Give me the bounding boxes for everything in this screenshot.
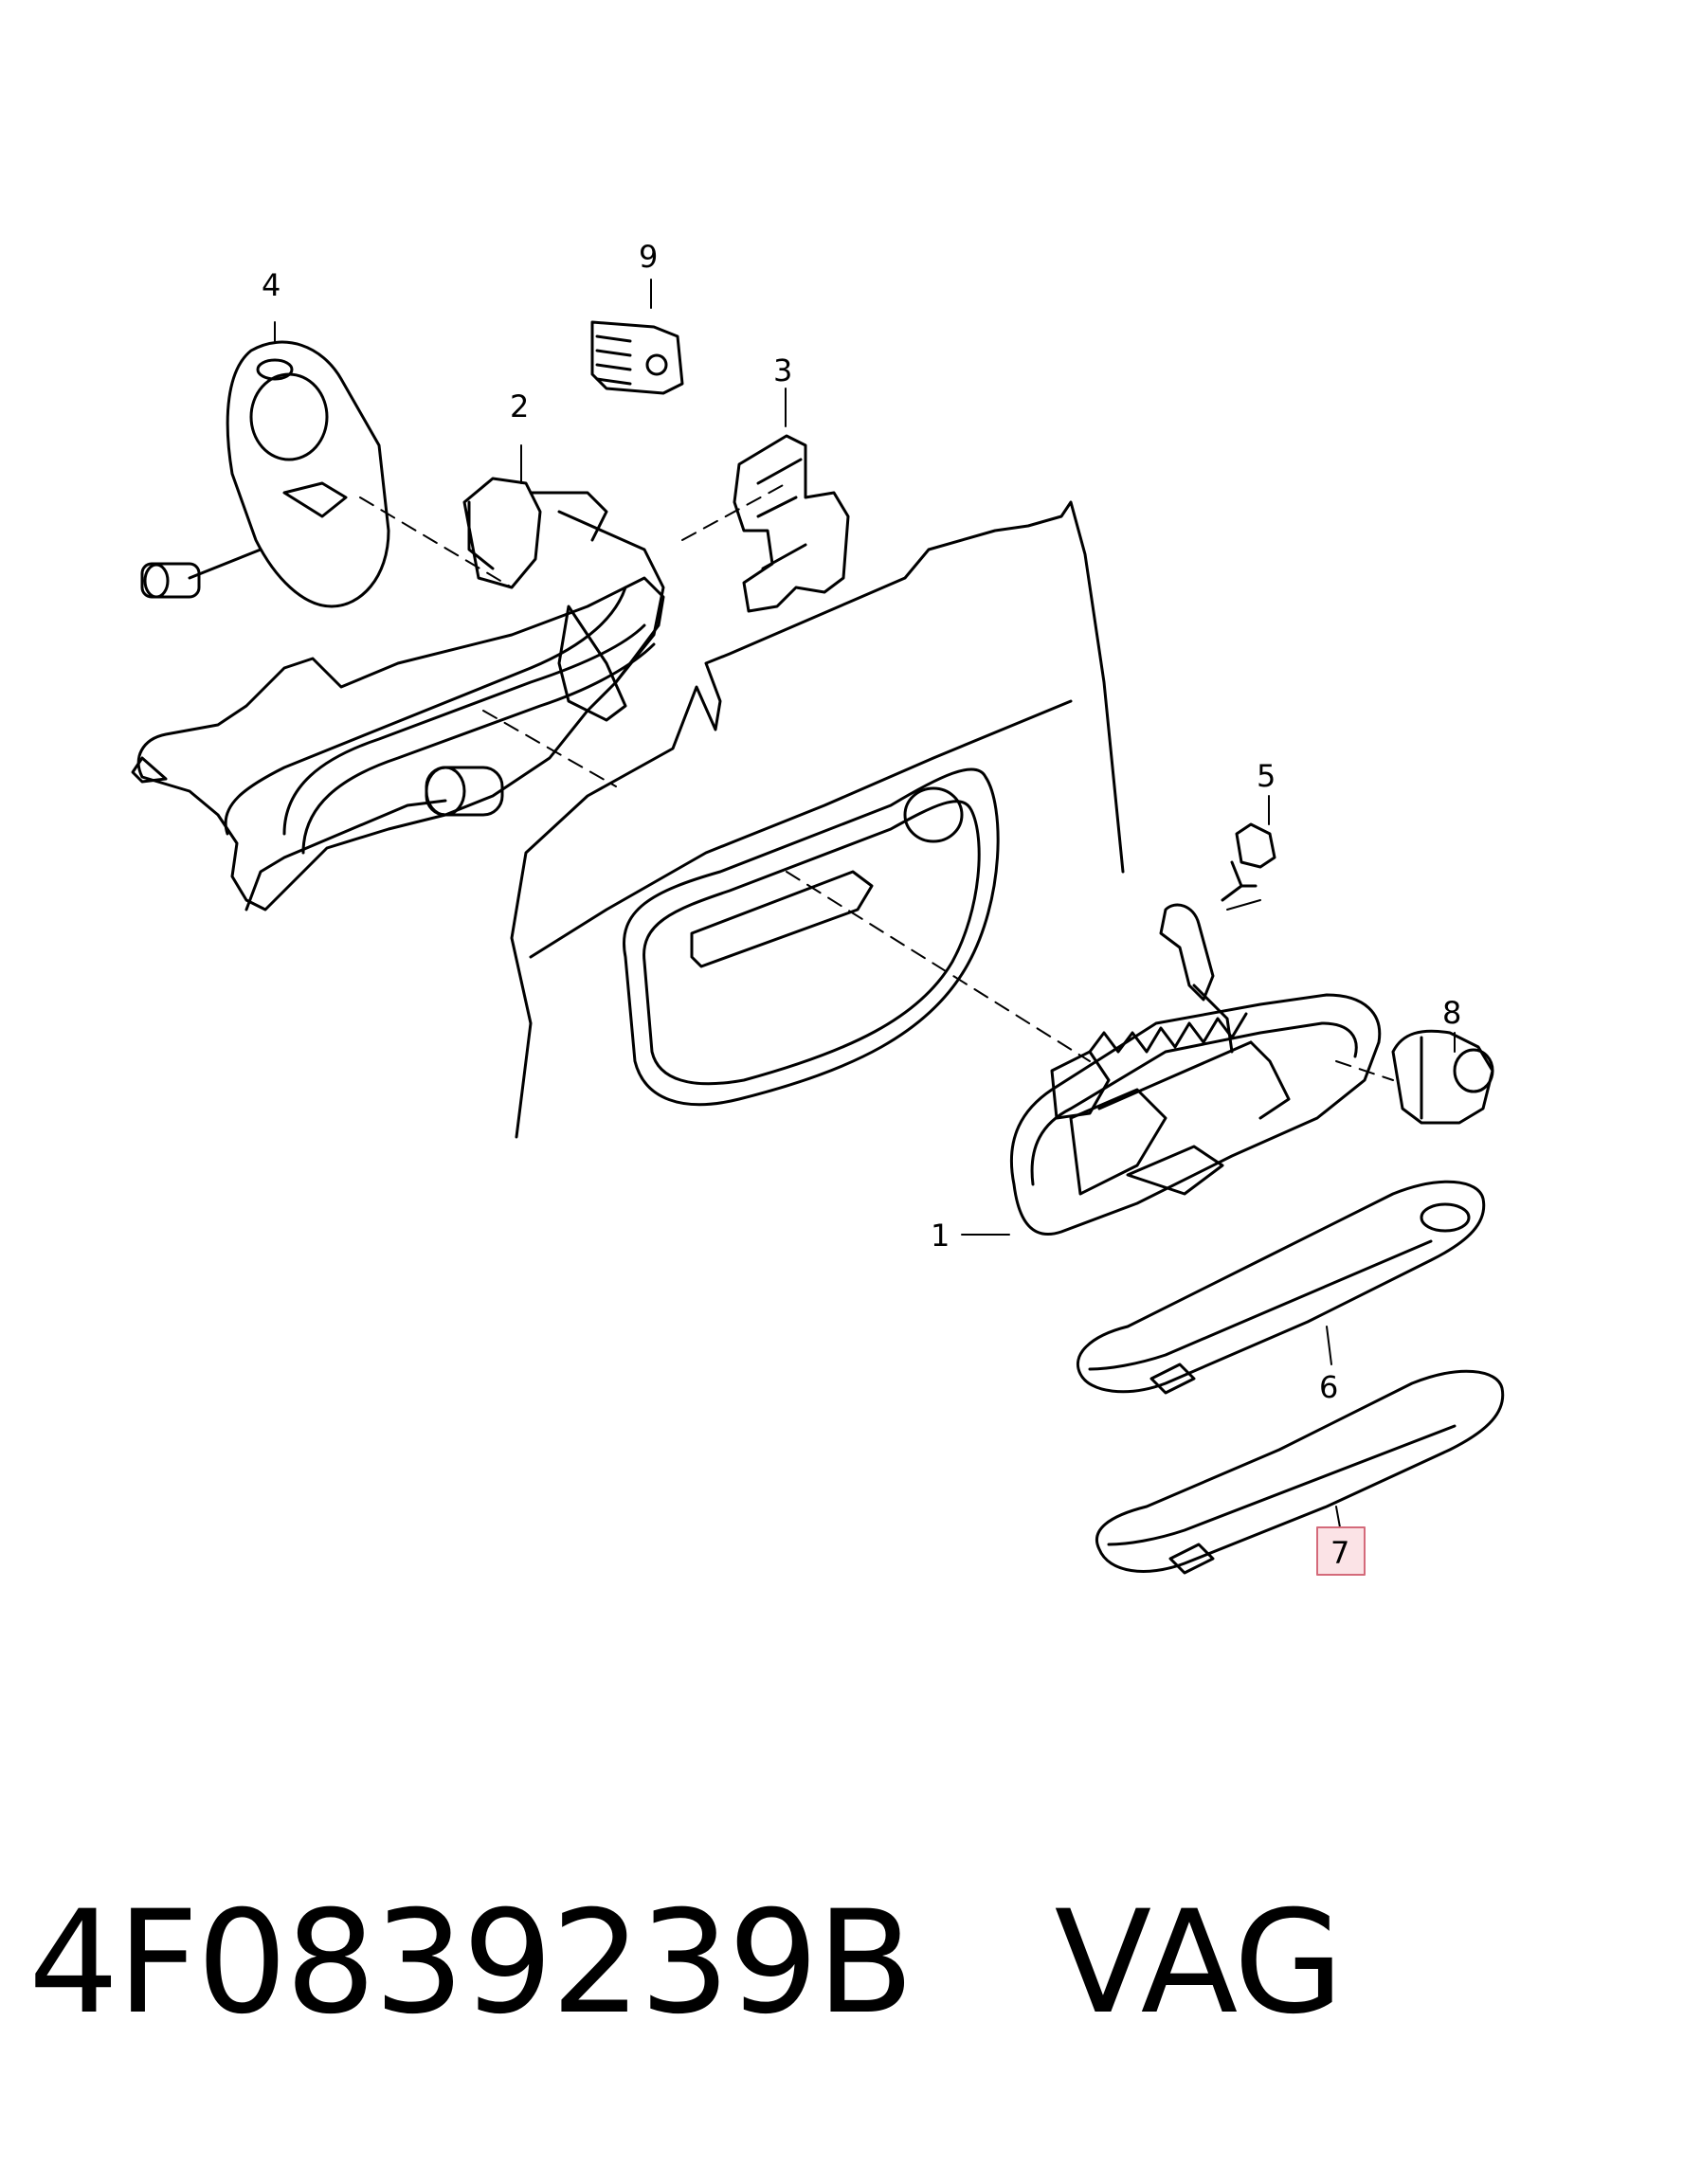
callout-3: 3 [773, 352, 792, 388]
lock-cylinder-housing [140, 340, 390, 608]
retaining-clip [590, 320, 684, 395]
bracket-clip [733, 434, 850, 613]
handle-base [1009, 903, 1382, 1236]
callout-1: 1 [931, 1218, 950, 1254]
callout-labels: 4 9 3 2 5 8 1 6 [262, 239, 1461, 1405]
callout-8: 8 [1442, 995, 1461, 1031]
callout-4: 4 [262, 267, 280, 303]
brand-name: VAG [1054, 1881, 1344, 2046]
part-number: 4F0839239B [28, 1881, 914, 2046]
leader-lines [274, 279, 1456, 1560]
handle-cover-lower [1095, 1369, 1505, 1575]
handle-cover-upper [1077, 1180, 1486, 1395]
bolt [1221, 822, 1276, 902]
spring [1088, 1012, 1248, 1054]
door-panel [510, 500, 1125, 1139]
handle-carrier-assembly [131, 477, 665, 912]
callout-6: 6 [1319, 1369, 1338, 1405]
lock-cylinder-cap [1391, 1029, 1494, 1125]
callout-5: 5 [1257, 758, 1276, 794]
part-caption: 4F0839239B VAG [28, 1881, 1344, 2046]
callout-7: 7 [1330, 1535, 1349, 1571]
highlight-box [1316, 1526, 1366, 1576]
callout-9: 9 [639, 239, 658, 275]
callout-2: 2 [510, 388, 529, 424]
callout-7-highlight: 7 [1316, 1526, 1366, 1576]
handle-recess [623, 767, 1000, 1107]
